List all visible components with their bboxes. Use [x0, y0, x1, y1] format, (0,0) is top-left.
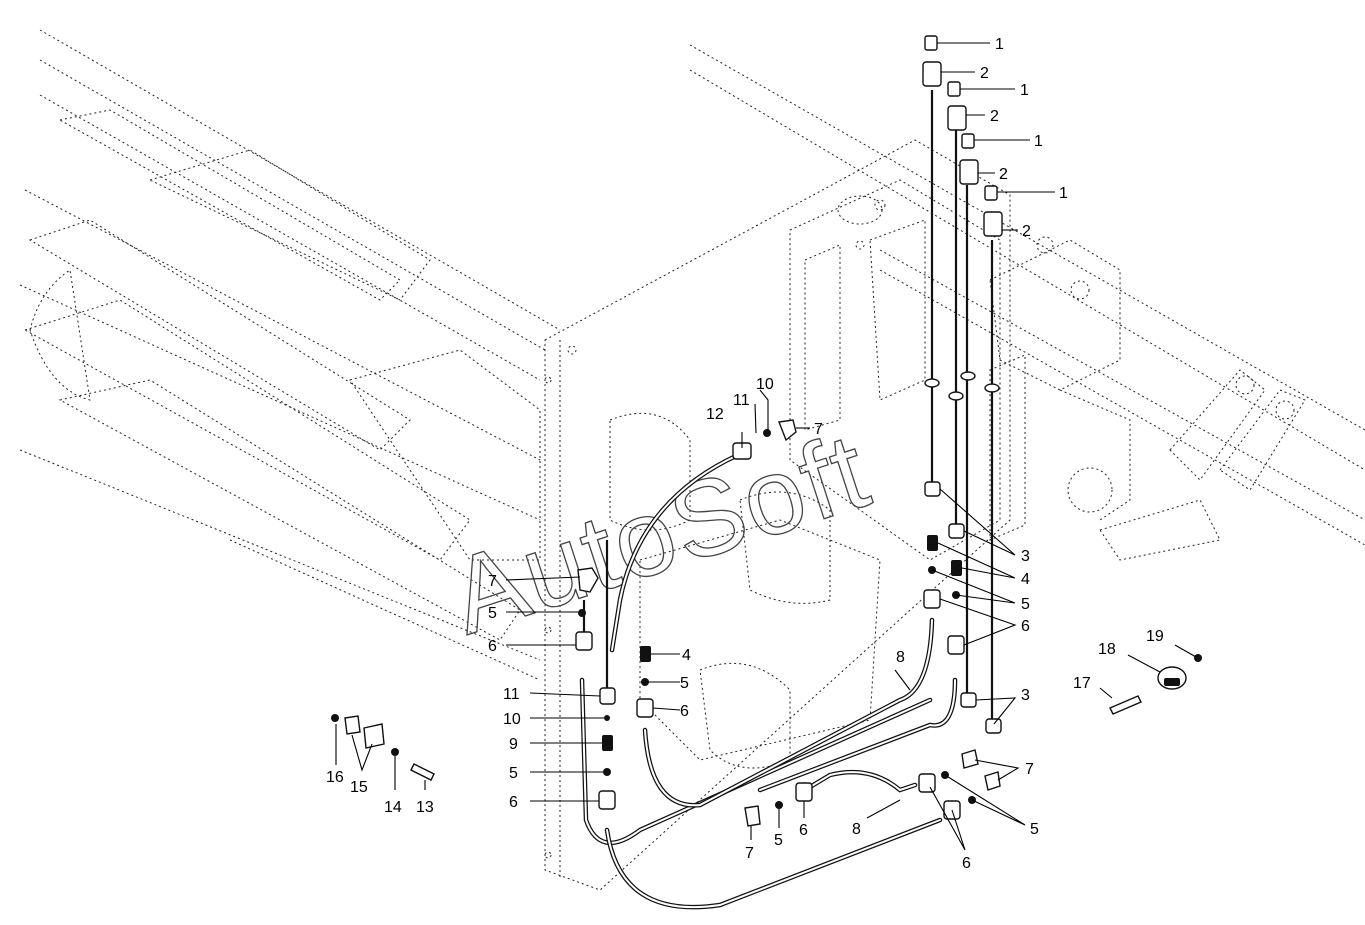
callout-label: 3	[1021, 687, 1030, 704]
callout-label: 11	[503, 686, 520, 703]
washer-icon	[924, 371, 1000, 401]
callout-label: 2	[999, 166, 1008, 183]
frame-rail-outline	[689, 44, 1365, 561]
hose-end-icon	[575, 589, 965, 820]
callout-label: 5	[509, 765, 518, 782]
hydraulic-lines	[579, 90, 994, 910]
callout-label: 12	[706, 406, 724, 423]
axle-assembly-outline	[19, 29, 561, 681]
callout-label: 6	[680, 703, 689, 720]
callout-label: 10	[503, 711, 521, 728]
callout-label: 6	[799, 822, 808, 839]
callout-label: 8	[896, 649, 905, 666]
callout-label: 6	[488, 638, 497, 655]
callout-label: 6	[962, 855, 971, 872]
adapter-icon	[602, 535, 962, 751]
hose-clamp-icon	[1109, 654, 1202, 715]
callout-label: 2	[980, 65, 989, 82]
callout-label: 4	[1021, 571, 1030, 588]
union-fitting-icon	[922, 61, 1003, 237]
callout-label: 7	[488, 573, 497, 590]
callout-label: 1	[1034, 133, 1043, 150]
callout-label: 10	[756, 376, 774, 393]
callout-label: 8	[852, 821, 861, 838]
callout-label: 17	[1073, 675, 1091, 692]
callout-label: 6	[509, 794, 518, 811]
callout-label: 5	[1021, 596, 1030, 613]
callout-label: 5	[1030, 821, 1039, 838]
callout-label: 5	[680, 675, 689, 692]
callout-label: 2	[990, 108, 999, 125]
callout-label: 4	[682, 647, 691, 664]
leader-lines	[335, 42, 1197, 851]
callout-label: 6	[1021, 618, 1030, 635]
callout-labels: 1 2 1 2 1 2 1 2 3 4 5 6 3 7 5 6 8 8 7 5 …	[326, 36, 1164, 872]
callout-label: 1	[995, 36, 1004, 53]
callout-label: 7	[745, 845, 754, 862]
callout-label: 16	[326, 769, 344, 786]
callout-label: 19	[1146, 628, 1164, 645]
callout-label: 5	[488, 605, 497, 622]
callout-label: 18	[1098, 641, 1116, 658]
callout-label: 5	[774, 832, 783, 849]
callout-label: 13	[416, 799, 434, 816]
callout-label: 15	[350, 779, 368, 796]
callout-label: 14	[384, 799, 402, 816]
callout-label: 7	[814, 421, 823, 438]
callout-label: 7	[1025, 761, 1034, 778]
callout-label: 2	[1022, 223, 1031, 240]
callout-label: 1	[1020, 82, 1029, 99]
callout-label: 9	[509, 736, 518, 753]
watermark: AutoSoft	[436, 409, 883, 657]
gearbox-housing-outline	[544, 139, 1295, 891]
banjo-bolt-icon	[924, 35, 998, 201]
callout-label: 11	[733, 392, 750, 409]
callout-label: 3	[1021, 548, 1030, 565]
callout-label: 1	[1059, 185, 1068, 202]
elbow-fitting-icon	[577, 419, 1001, 827]
fittings	[331, 35, 1202, 827]
clamp-assembly-icon	[331, 714, 435, 781]
